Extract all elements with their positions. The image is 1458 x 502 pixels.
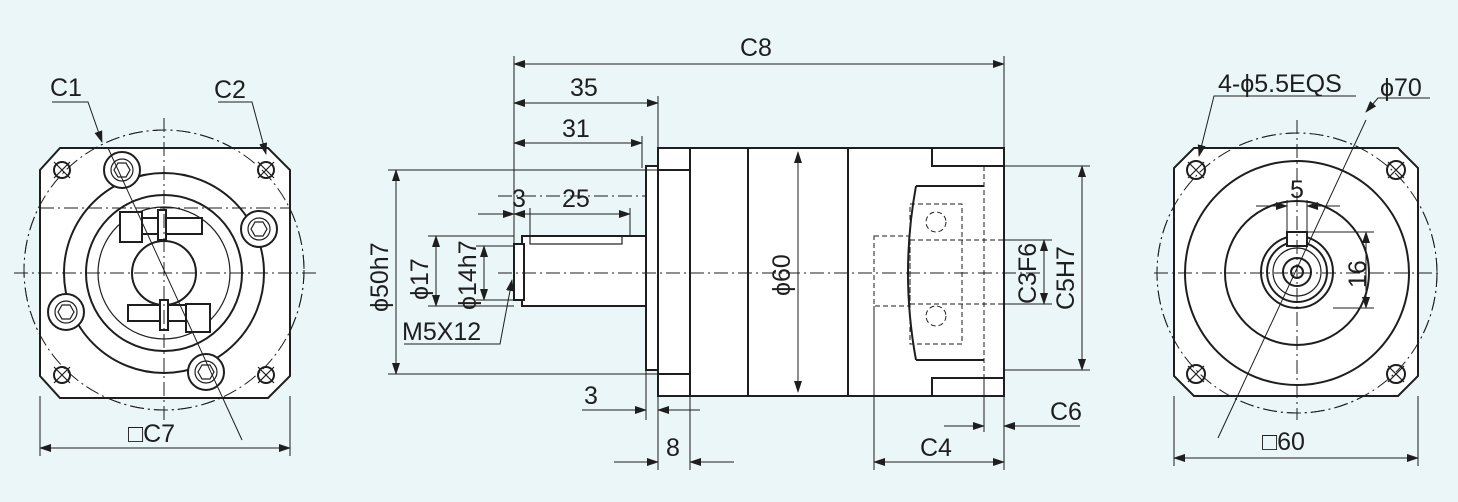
label-c2: C2 bbox=[214, 76, 246, 104]
label-35: 35 bbox=[570, 74, 598, 102]
mounting-holes bbox=[1186, 160, 1406, 384]
label-c3f6: C3F6 bbox=[1014, 243, 1042, 304]
label-c4: C4 bbox=[920, 434, 952, 462]
label-phi50h7: ϕ50h7 bbox=[366, 242, 394, 312]
label-c8: C8 bbox=[740, 34, 772, 62]
label-sq60: □60 bbox=[1262, 428, 1305, 456]
left-view bbox=[14, 101, 316, 456]
label-25: 25 bbox=[562, 185, 590, 213]
dimension-labels: C1 C2 □C7 C8 35 31 3 25 ϕ50h7 ϕ17 ϕ14h7 … bbox=[50, 34, 1422, 462]
label-3-bottom: 3 bbox=[584, 382, 598, 410]
side-view bbox=[388, 56, 1090, 470]
label-31: 31 bbox=[562, 115, 590, 143]
right-view bbox=[1154, 95, 1440, 466]
socket-screw-3 bbox=[47, 293, 85, 331]
socket-screw-1 bbox=[103, 151, 141, 189]
label-phi70: ϕ70 bbox=[1380, 74, 1422, 102]
label-c1: C1 bbox=[50, 74, 82, 102]
label-c6: C6 bbox=[1050, 398, 1082, 426]
corner-holes bbox=[53, 161, 275, 384]
label-phi14h7: ϕ14h7 bbox=[454, 240, 482, 310]
label-c5h7: C5H7 bbox=[1052, 246, 1080, 310]
label-phi17: ϕ17 bbox=[406, 258, 434, 300]
label-phi60: ϕ60 bbox=[768, 254, 796, 296]
socket-screw-4 bbox=[187, 353, 225, 391]
label-3-top: 3 bbox=[512, 185, 526, 213]
socket-screw-2 bbox=[240, 210, 278, 248]
label-4-holes: 4-ϕ5.5EQS bbox=[1218, 70, 1342, 98]
label-5: 5 bbox=[1290, 176, 1304, 204]
label-c7: □C7 bbox=[128, 420, 175, 448]
label-16: 16 bbox=[1344, 260, 1372, 288]
label-8: 8 bbox=[666, 434, 680, 462]
label-m5x12: M5X12 bbox=[402, 318, 481, 346]
